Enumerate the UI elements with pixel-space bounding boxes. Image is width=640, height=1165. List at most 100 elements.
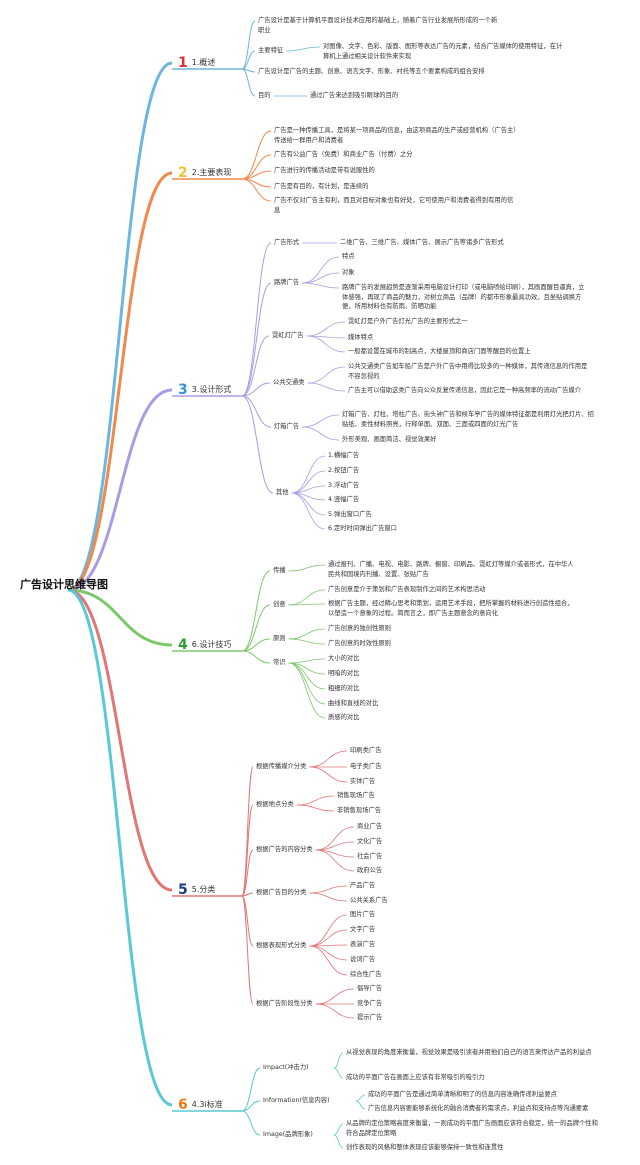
node-design-skills-3: 广告创意是介于策划和广告表现制作之间的艺术构思活动 [328, 586, 486, 593]
node-design-form-0: 广告形式 [274, 239, 300, 246]
node-design-skills-6: 广告创意的独创性原则 [328, 625, 391, 632]
node-design-skills-12: 曲线和直线的对比 [328, 700, 379, 707]
node-classification-9: 文化广告 [357, 838, 383, 845]
node-design-form-15: 外形美观、画面简洁、视觉效果好 [342, 436, 437, 443]
node-design-skills-9: 大小的对比 [328, 655, 360, 662]
node-classification-5: 销售现场广告 [337, 792, 375, 799]
node-3i-standard-0: Impact(冲击力) [263, 1064, 309, 1071]
node-design-skills-8: 常识 [273, 659, 286, 666]
root-title: 广告设计思维导图 [20, 578, 108, 591]
node-overview-0: 广告设计是基于计算机平面设计技术应用的基础上，随着广告行业发展所形成的一个新职业 [258, 17, 498, 34]
node-classification-12: 根据广告目的分类 [256, 889, 307, 896]
node-design-form-11: 公共交通类广告如车船广告是户外广告中用得比较多的一种媒体，其传递信息的作用是不容… [348, 363, 588, 380]
node-classification-17: 文字广告 [350, 926, 376, 933]
topic-label: 6.设计技巧 [191, 640, 232, 649]
topic-number: 1 [178, 55, 188, 71]
node-design-form-8: 媒体特点 [348, 334, 374, 341]
node-3i-standard-1: 从视觉表现的角度来衡量，视觉效果是吸引读者并用他们自己的语言来传达产品的利益点 [346, 1049, 592, 1056]
node-overview-3: 广告设计是广告的主题、创意、语言文字、形象、衬托等五个要素构成的组合安排 [258, 68, 485, 75]
node-3i-standard-5: 广告信息内容要能够系统化的融合消费者的需求点，利益点和支持点等沟通要素 [368, 1105, 589, 1112]
node-classification-24: 提示广告 [357, 1014, 383, 1021]
topic-number: 3 [178, 382, 188, 398]
topic-label: 4.3i标准 [191, 1100, 223, 1109]
node-design-skills-11: 粗细的对比 [328, 685, 360, 692]
node-design-form-7: 霓虹灯是户外广告灯光广告的主要形式之一 [348, 318, 468, 325]
node-design-form-6: 霓虹灯广告 [272, 332, 304, 339]
topic-number: 2 [178, 165, 188, 181]
node-3i-standard-6: Image(品牌形象) [263, 1131, 313, 1138]
topic-number: 4 [178, 637, 188, 653]
node-design-skills-4: 根据广告主题，经过精心思考和策划，运用艺术手段，把所掌握的材料进行创造性组合，以… [328, 600, 574, 617]
node-design-skills-0: 传播 [273, 567, 286, 574]
node-3i-standard-7: 从品牌的定位策略高度来衡量，一则成功的平面广告画面应该符合稳定，统一的品牌个性和… [346, 1120, 598, 1137]
node-classification-16: 图片广告 [350, 911, 376, 918]
node-design-skills-10: 明暗的对比 [328, 670, 360, 677]
node-design-form-2: 路牌广告 [274, 279, 300, 286]
node-design-skills-1: 通过报刊、广播、电视、电影、路牌、橱窗、印刷品、霓虹灯等媒介或者形式，在中华人民… [328, 561, 574, 578]
node-design-form-13: 灯箱广告 [274, 423, 300, 430]
node-classification-6: 非销售现场广告 [337, 807, 382, 814]
node-classification-8: 商业广告 [357, 823, 383, 830]
node-classification-2: 电子类广告 [350, 763, 382, 770]
node-classification-11: 政府公告 [357, 867, 383, 874]
node-classification-10: 社会广告 [357, 853, 383, 860]
node-classification-4: 根据地点分类 [256, 801, 294, 808]
node-design-form-22: 6.定时时间弹出广告窗口 [328, 525, 397, 532]
node-classification-22: 倡导广告 [357, 985, 383, 992]
node-classification-14: 公共关系广告 [350, 897, 388, 904]
node-design-form-20: 4.竖幅广告 [328, 496, 360, 503]
node-design-form-17: 1.横幅广告 [328, 452, 360, 459]
node-design-form-18: 2.按钮广告 [328, 467, 360, 474]
node-classification-20: 综合性广告 [350, 971, 382, 978]
node-3i-standard-4: 成功的平面广告是通过简单清晰和明了的信息内容准确传递利益要点 [368, 1091, 557, 1098]
node-classification-18: 表演广告 [350, 941, 376, 948]
node-design-form-5: 路牌广告的发展趋势是逐渐采用电脑设计打印（或电脑喷绘印刷），其画面醒目逼真，立体… [342, 284, 585, 310]
node-classification-7: 根据广告的内容分类 [256, 846, 313, 853]
node-classification-15: 根据表现形式分类 [256, 942, 307, 949]
node-overview-2: 对图像、文字、色彩、版面、图形等表达广告的元素，结合广告媒体的使用特征，在计算机… [323, 43, 563, 60]
node-classification-1: 印刷类广告 [350, 747, 382, 754]
topic-label: 2.主要表现 [191, 168, 232, 177]
node-design-form-3: 特点 [342, 253, 355, 260]
node-classification-21: 根据广告阶段性分类 [256, 1000, 313, 1007]
node-design-skills-2: 创意 [273, 601, 286, 608]
node-design-form-19: 3.浮动广告 [328, 482, 360, 489]
topic-number: 6 [178, 1097, 188, 1113]
node-design-form-1: 二维广告、三维广告、媒体广告、展示广告等诸多广告形式 [340, 239, 504, 246]
node-classification-19: 说词广告 [350, 956, 376, 963]
topic-number: 5 [178, 882, 188, 898]
node-main-expression-4: 广告不仅对广告主有利，而且对目标对象也有好处，它可使用户和消费者得到有用的信息 [274, 197, 514, 214]
node-design-form-16: 其他 [276, 489, 289, 496]
node-main-expression-0: 广告是一种传播工具，是将某一项商品的信息，由这项商品的生产或经营机构（广告主）传… [274, 127, 517, 144]
node-main-expression-3: 广告是有目的，有计划，是连续的 [274, 183, 369, 190]
node-design-form-10: 公共交通类 [273, 379, 305, 386]
node-classification-3: 实体广告 [350, 778, 376, 785]
node-overview-4: 目的 [258, 92, 271, 99]
node-design-form-21: 5.弹出窗口广告 [328, 511, 372, 518]
node-classification-13: 产品广告 [350, 882, 376, 889]
node-3i-standard-2: 成功的平面广告在画面上应该有非常吸引的吸引力 [346, 1074, 485, 1081]
topic-label: 5.分类 [191, 885, 216, 894]
node-3i-standard-3: Information(信息内容) [263, 1097, 330, 1104]
node-design-form-9: 一般都设置在城市的制高点，大楼屋顶和商店门面等醒目的位置上 [348, 348, 531, 355]
node-classification-0: 根据传播媒介分类 [256, 763, 307, 770]
node-design-form-4: 对象 [342, 269, 355, 276]
topic-label: 1.概述 [191, 58, 216, 67]
node-overview-1: 主要特征 [258, 47, 284, 54]
node-design-form-14: 灯箱广告、灯柱、塔柱广告、街头钟广告和候车亭广告的媒体特征都是利用灯光把灯片、招… [342, 411, 594, 428]
topic-label: 3.设计形式 [191, 385, 232, 394]
node-classification-23: 竞争广告 [357, 1000, 383, 1007]
node-main-expression-2: 广告进行的传播活动是带有说服性的 [274, 167, 375, 174]
node-design-skills-13: 质感的对比 [328, 714, 360, 721]
node-3i-standard-8: 创作表现的风格和整体表现应该能够保持一致性和连贯性 [346, 1144, 504, 1151]
node-design-skills-7: 广告创意的时效性原则 [328, 640, 391, 647]
node-design-skills-5: 原则 [273, 635, 286, 642]
node-design-form-12: 广告主可以借助这类广告向公众反复传递信息，因此它是一种高频率的流动广告媒介 [348, 387, 581, 394]
